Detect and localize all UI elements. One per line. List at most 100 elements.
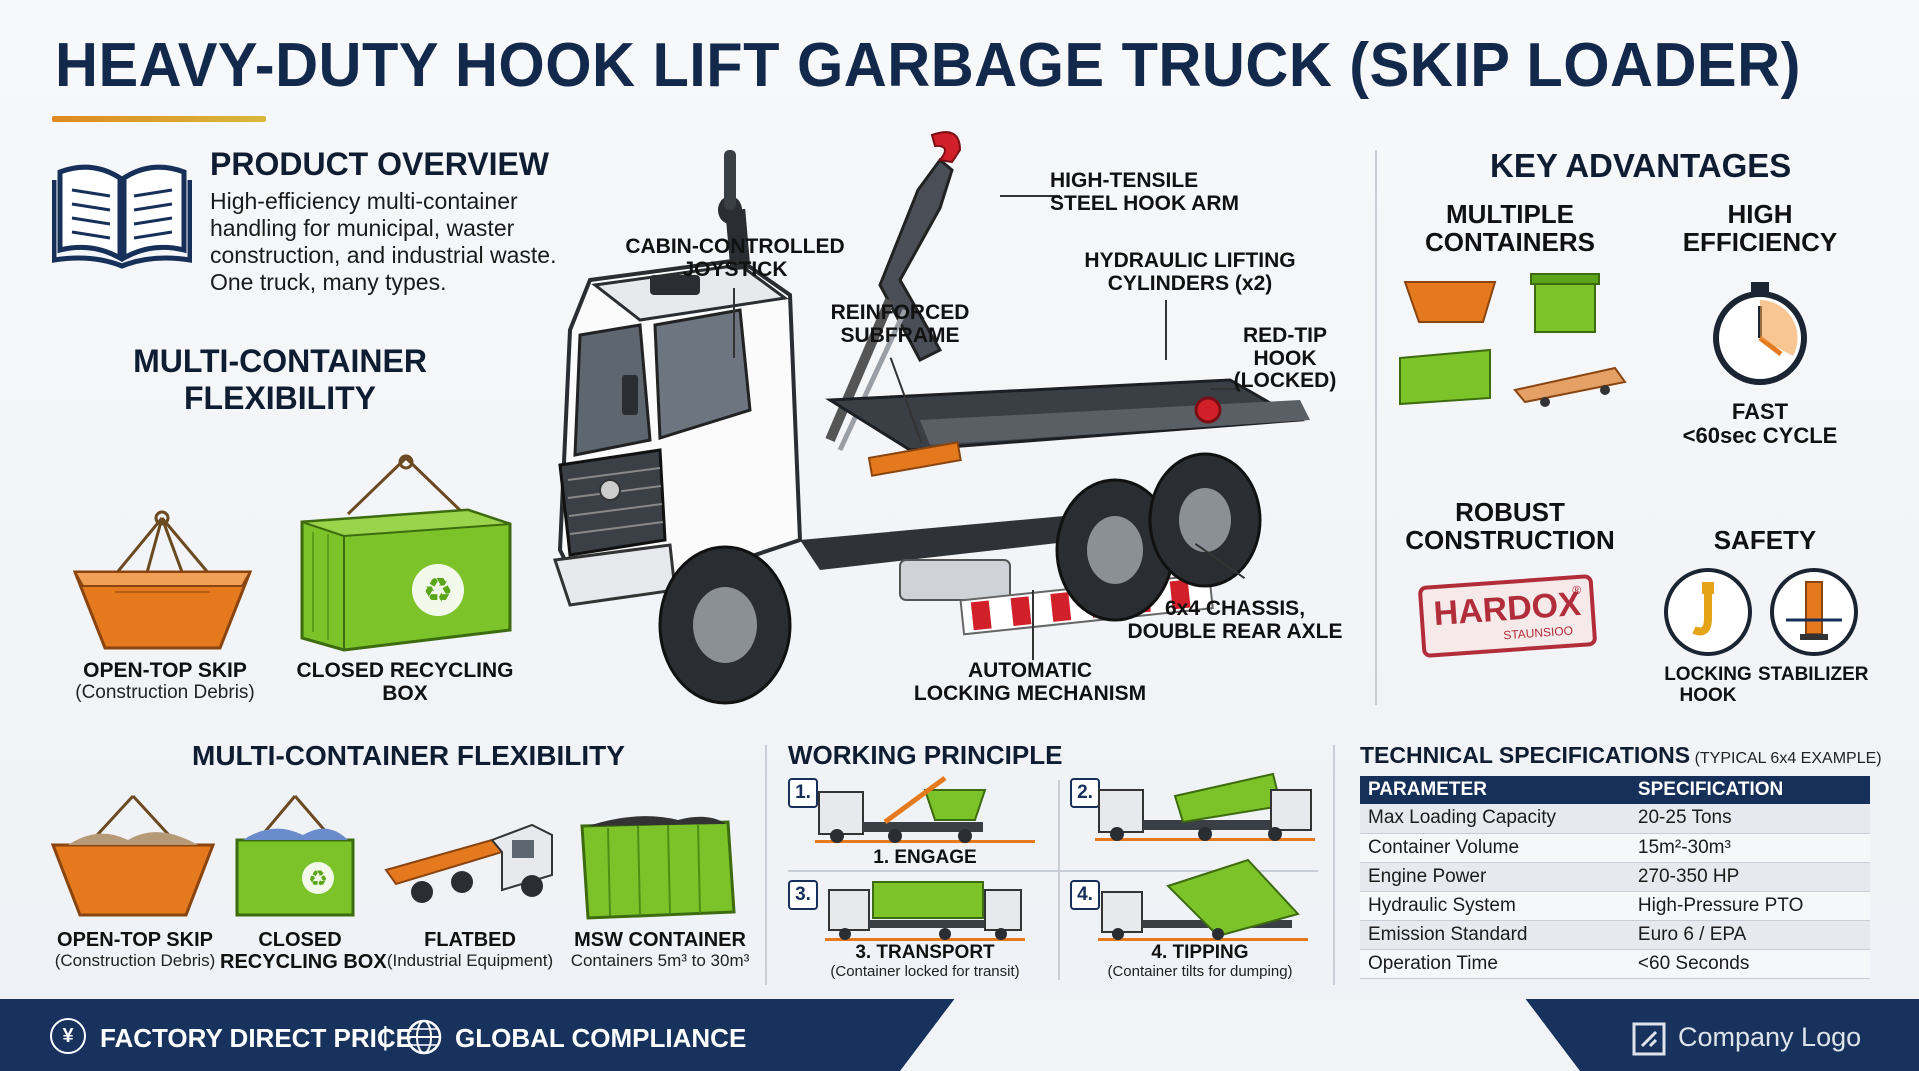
hook-arm-callout: HIGH-TENSILE STEEL HOOK ARM — [1050, 169, 1250, 215]
bottom-divider — [765, 745, 767, 985]
step-tipping-label: 4. TIPPING (Container tilts for dumping) — [1090, 942, 1310, 980]
locking-hook-label: LOCKING HOOK — [1648, 664, 1768, 706]
table-cell: Container Volume — [1360, 833, 1630, 863]
step-transport-label: 3. TRANSPORT (Container locked for trans… — [810, 942, 1040, 980]
table-cell: High-Pressure PTO — [1629, 891, 1870, 921]
footer-separator: | — [382, 1021, 389, 1051]
step-number: 4. — [1070, 880, 1100, 910]
callout-line — [733, 288, 735, 358]
working-grid-h — [788, 870, 1318, 872]
step-load-illustration — [1095, 766, 1315, 851]
locking-hook-icon — [1662, 566, 1754, 663]
bottom-item-sub: (Industrial Equipment) — [386, 950, 554, 970]
bottom-item-sub: Containers 5m³ to 30m³ — [570, 950, 750, 970]
callout-text: CYLINDERS (x2) — [1107, 271, 1273, 295]
bottom-item-title: RECYCLING BOX — [220, 950, 387, 973]
open-top-skip-illustration — [70, 510, 255, 660]
skip-label-title: OPEN-TOP SKIP — [83, 659, 247, 682]
overview-line: construction, and industrial waste. — [210, 242, 557, 268]
step-transport-illustration — [825, 876, 1025, 949]
advantage-title: ROBUST — [1455, 497, 1565, 527]
subframe-callout: REINFORCED SUBFRAME — [810, 301, 990, 347]
bottom-item-title: MSW CONTAINER — [574, 929, 746, 951]
specs-heading-main: TECHNICAL SPECIFICATIONS — [1360, 742, 1691, 768]
yen-icon: ¥ — [50, 1018, 86, 1054]
robust-construction-label: ROBUST CONSTRUCTION — [1400, 498, 1620, 554]
specs-col-specification: SPECIFICATION — [1629, 776, 1870, 804]
table-cell: Emission Standard — [1360, 920, 1630, 950]
bottom-item-title: FLATBED — [424, 929, 516, 951]
step-engage-illustration — [815, 770, 1035, 855]
hardox-registered: ® — [1571, 582, 1582, 598]
flex-top-heading-line: FLEXIBILITY — [184, 380, 376, 416]
high-efficiency-label: HIGH EFFICIENCY — [1660, 200, 1860, 256]
step-sub: (Container tilts for dumping) — [1107, 962, 1293, 980]
step-number: 2. — [1070, 778, 1100, 808]
advantage-title: MULTIPLE — [1445, 199, 1575, 229]
callout-text: STEEL HOOK ARM — [1050, 191, 1240, 215]
recycle-label-line: CLOSED RECYCLING — [296, 659, 514, 682]
table-cell: 20-25 Tons — [1629, 804, 1870, 834]
step-sub: (Container locked for transit) — [830, 962, 1020, 980]
locking-mechanism-callout: AUTOMATIC LOCKING MECHANISM — [900, 659, 1160, 705]
callout-line — [1032, 590, 1034, 660]
overview-line: One truck, many types. — [210, 269, 447, 295]
multiple-containers-label: MULTIPLE CONTAINERS — [1400, 200, 1620, 256]
stabilizer-label: STABILIZER — [1758, 664, 1869, 685]
stabilizer-icon — [1768, 566, 1860, 663]
step-label: 1. ENGAGE — [873, 847, 977, 868]
advantage-title: CONSTRUCTION — [1405, 525, 1615, 556]
callout-text: REINFORCED — [830, 301, 970, 324]
callout-text: DOUBLE REAR AXLE — [1127, 619, 1343, 643]
specs-header-row: PARAMETER SPECIFICATION — [1360, 776, 1870, 804]
open-top-skip-loaded-illustration — [48, 790, 218, 925]
overview-text: High-efficiency multi-container handling… — [210, 188, 556, 296]
overview-line: handling for municipal, waster — [210, 215, 515, 241]
title-underline — [52, 116, 266, 122]
table-cell: <60 Seconds — [1629, 949, 1870, 979]
table-cell: 270-350 HP — [1629, 862, 1870, 892]
working-heading: WORKING PRINCIPLE — [788, 740, 1063, 770]
flex-bottom-heading: MULTI-CONTAINER FLEXIBILITY — [192, 740, 625, 771]
flex-top-recycle-label: CLOSED RECYCLING BOX — [290, 659, 520, 705]
svg-text:♻: ♻ — [423, 571, 453, 611]
specs-heading-sub: (TYPICAL 6x4 EXAMPLE) — [1694, 750, 1882, 767]
table-cell: Euro 6 / EPA — [1629, 920, 1870, 950]
hardox-badge: HARDOX ® STAUNSIOO — [1417, 573, 1598, 659]
hook-lift-truck-illustration — [540, 120, 1360, 725]
bottom-item-title: OPEN-TOP SKIP — [57, 929, 213, 951]
callout-line — [1210, 388, 1240, 390]
bottom-flatbed-label: FLATBED (Industrial Equipment) — [385, 929, 555, 970]
red-tip-hook-callout: RED-TIP HOOK (LOCKED) — [1220, 324, 1350, 393]
company-logo-icon — [1632, 1022, 1666, 1061]
callout-text: CABIN-CONTROLLED — [625, 235, 845, 258]
overview-heading: PRODUCT OVERVIEW — [210, 146, 549, 182]
bottom-skip-label: OPEN-TOP SKIP (Construction Debris) — [40, 929, 230, 970]
safety-item-label: LOCKING — [1664, 664, 1752, 685]
callout-text: RED-TIP — [1243, 324, 1327, 347]
callout-line — [1165, 300, 1167, 360]
advantage-sub: <60sec CYCLE — [1682, 422, 1838, 448]
footer-compliance: GLOBAL COMPLIANCE — [455, 1023, 747, 1053]
overview-line: High-efficiency multi-container — [210, 188, 518, 214]
table-cell: Max Loading Capacity — [1360, 804, 1630, 834]
cylinders-callout: HYDRAULIC LIFTING CYLINDERS (x2) — [1070, 249, 1310, 295]
step-label: 4. TIPPING — [1151, 942, 1249, 963]
specs-table: PARAMETER SPECIFICATION Max Loading Capa… — [1360, 776, 1870, 979]
advantages-heading: KEY ADVANTAGES — [1490, 147, 1792, 184]
advantage-title: CONTAINERS — [1425, 227, 1595, 258]
callout-text: HYDRAULIC LIFTING — [1084, 249, 1296, 272]
specs-heading: TECHNICAL SPECIFICATIONS (TYPICAL 6x4 EX… — [1360, 742, 1882, 769]
advantage-sub: FAST — [1731, 399, 1789, 424]
table-cell: Operation Time — [1360, 949, 1630, 979]
table-row: Operation Time<60 Seconds — [1360, 949, 1870, 979]
callout-text: (LOCKED) — [1233, 369, 1337, 393]
flex-top-skip-label: OPEN-TOP SKIP (Construction Debris) — [60, 659, 270, 703]
callout-text: LOCKING MECHANISM — [913, 681, 1147, 705]
flatbed-illustration — [382, 800, 557, 925]
